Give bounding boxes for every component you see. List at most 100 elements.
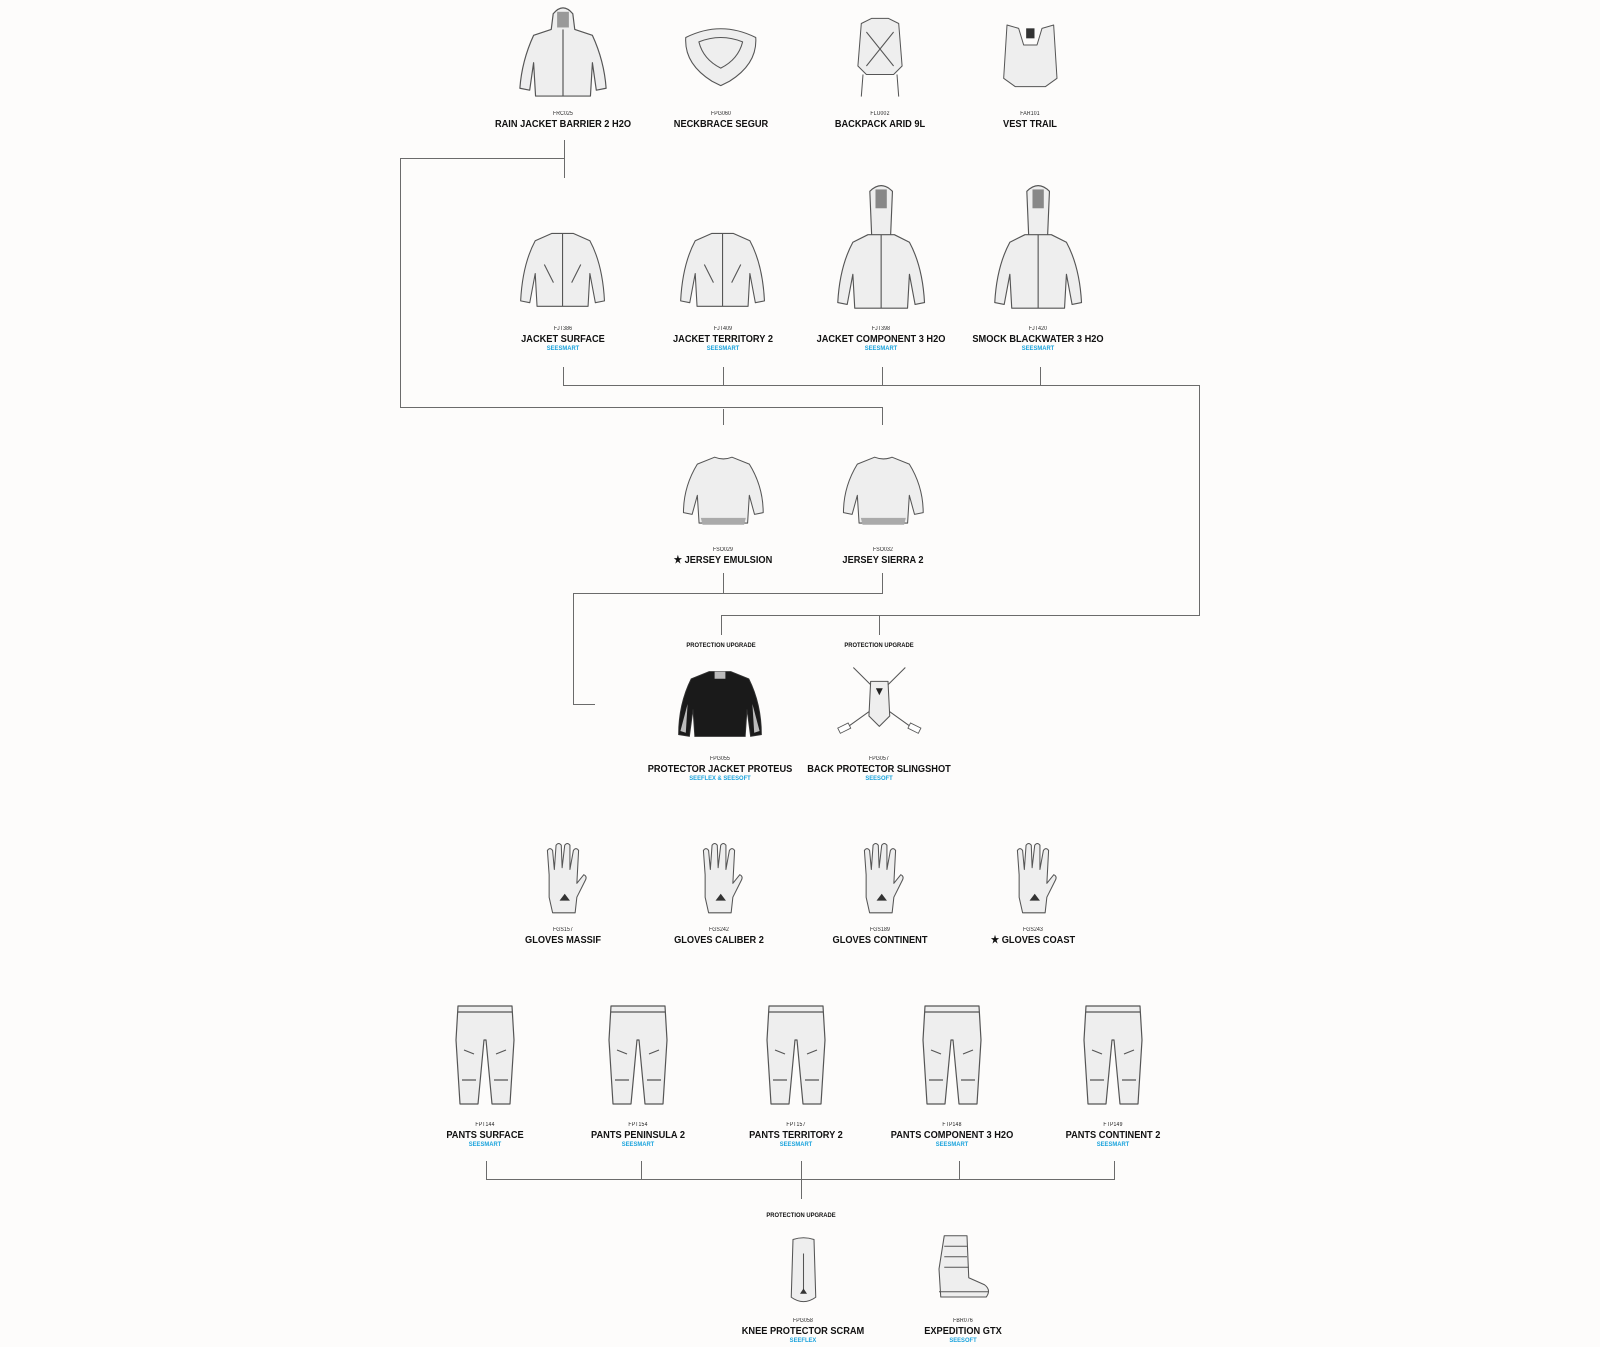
glove-icon [923, 840, 1143, 918]
product-code: FSO032 [872, 547, 894, 553]
product-code: FJT398 [871, 326, 891, 332]
product-code: FPG055 [709, 756, 731, 762]
product-name-text: KNEE PROTECTOR SCRAM [741, 1325, 865, 1337]
product-name: GLOVES CALIBER 2 [622, 934, 816, 946]
protection-upgrade-label: PROTECTION UPGRADE [766, 1212, 836, 1219]
technology-label: SEESMART [621, 1141, 655, 1148]
connector-line [721, 615, 722, 635]
connector-line [1040, 367, 1041, 385]
product-code: FBR076 [953, 1318, 973, 1324]
product-code: FJT420 [1028, 326, 1048, 332]
connector-line [486, 1179, 1115, 1180]
product-code: FPG058 [792, 1318, 814, 1324]
product-name: JACKET COMPONENT 3 H2O [784, 333, 978, 345]
product-name-text: PROTECTOR JACKET PROTEUS [647, 763, 793, 775]
jacket-icon [613, 228, 833, 310]
connector-line [400, 158, 401, 408]
product-name: ★ JERSEY EMULSION [626, 554, 820, 566]
pants-icon [842, 1000, 1062, 1110]
vest-icon [920, 20, 1140, 95]
technology-label: SEESMART [546, 345, 580, 352]
product-name: JERSEY SIERRA 2 [786, 554, 980, 566]
protection-upgrade-label: PROTECTION UPGRADE [686, 642, 756, 649]
product-code: FPG057 [868, 756, 890, 762]
product-code: FJT386 [553, 326, 573, 332]
rain-jacket-icon [453, 2, 673, 100]
product-name: JACKET SURFACE [466, 333, 660, 345]
product-name: EXPEDITION GTX [866, 1325, 1060, 1337]
product-name-text: RAIN JACKET BARRIER 2 H2O [494, 118, 632, 130]
product-name-text: GLOVES COAST [1001, 934, 1076, 946]
connector-line [486, 1161, 487, 1179]
pants-icon [1003, 1000, 1223, 1110]
product-name: NECKBRACE SEGUR [624, 118, 818, 130]
connector-line [400, 158, 565, 159]
product-code: FAR101 [1020, 111, 1040, 117]
technology-label: SEEFLEX & SEESOFT [689, 775, 751, 782]
product-name-text: JACKET TERRITORY 2 [673, 333, 773, 345]
product-code: FRC025 [552, 111, 574, 117]
connector-line [721, 615, 1200, 616]
product-name: ★ GLOVES COAST [936, 934, 1130, 946]
technology-label: SEESMART [864, 345, 898, 352]
protection-upgrade-label: PROTECTION UPGRADE [844, 642, 914, 649]
product-code: FLU002 [870, 111, 890, 117]
glove-icon [453, 840, 673, 918]
product-code: FGS157 [552, 927, 574, 933]
pants-icon [375, 1000, 595, 1110]
connector-line [723, 367, 724, 385]
connector-line [723, 409, 724, 425]
jacket-icon [453, 228, 673, 310]
protector-jacket-icon [610, 668, 830, 740]
technology-label: SEESOFT [949, 1337, 977, 1344]
product-name: BACKPACK ARID 9L [783, 118, 977, 130]
product-code: FPT144 [475, 1122, 495, 1128]
product-code: FGS189 [869, 927, 891, 933]
product-code: FGS243 [1022, 927, 1044, 933]
connector-line [400, 407, 883, 408]
connector-line [573, 593, 883, 594]
hooded-jacket-icon [771, 180, 991, 312]
technology-label: SEEFLEX [789, 1337, 817, 1344]
product-name: GLOVES CONTINENT [783, 934, 977, 946]
neckbrace-icon [611, 20, 831, 90]
connector-line [801, 1161, 802, 1199]
connector-line [641, 1161, 642, 1179]
connector-line [959, 1161, 960, 1179]
technology-label: SEESMART [779, 1141, 813, 1148]
product-code: FPT154 [628, 1122, 648, 1128]
product-name: PANTS PENINSULA 2 [541, 1129, 735, 1141]
connector-line [564, 140, 565, 178]
boot-icon [853, 1234, 1073, 1304]
technology-label: SEESMART [1096, 1141, 1130, 1148]
product-name: PANTS CONTINENT 2 [1016, 1129, 1210, 1141]
product-name-text: GLOVES MASSIF [525, 934, 601, 946]
product-name-text: NECKBRACE SEGUR [673, 118, 769, 130]
product-name: JACKET TERRITORY 2 [626, 333, 820, 345]
product-name-text: VEST TRAIL [1003, 118, 1057, 130]
product-name: PANTS SURFACE [388, 1129, 582, 1141]
product-name-text: JACKET COMPONENT 3 H2O [816, 333, 946, 345]
product-code: FPT157 [786, 1122, 806, 1128]
glove-icon [609, 840, 829, 918]
product-name: GLOVES MASSIF [466, 934, 660, 946]
product-name: PROTECTOR JACKET PROTEUS [623, 763, 817, 775]
product-name-text: BACKPACK ARID 9L [834, 118, 926, 130]
product-code: FTP148 [942, 1122, 962, 1128]
product-code: FJT409 [713, 326, 733, 332]
product-name-text: SMOCK BLACKWATER 3 H2O [972, 333, 1104, 345]
product-name-text: PANTS COMPONENT 3 H2O [890, 1129, 1014, 1141]
